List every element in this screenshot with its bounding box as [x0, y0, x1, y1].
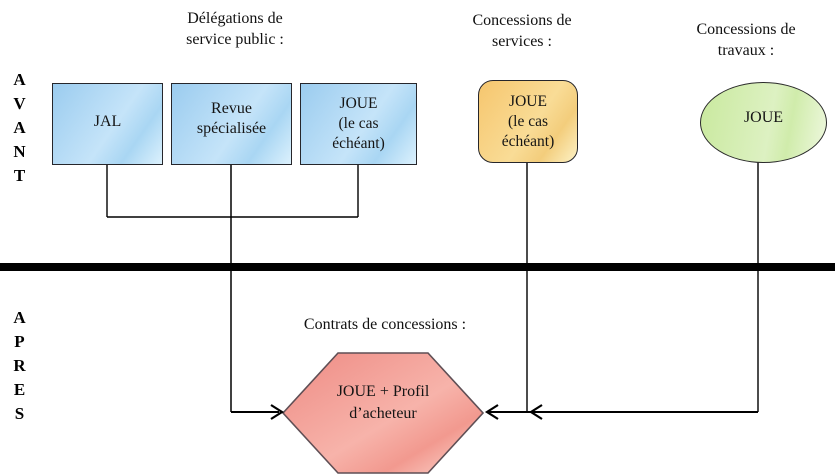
node-joue-travaux: JOUE: [700, 82, 827, 163]
arrowhead-travaux-run: [528, 404, 543, 420]
arrowhead-into-hexagon-right: [484, 404, 499, 420]
avant-label: AVANT: [10, 70, 29, 190]
column-label-delegations: Délégations de service public :: [186, 10, 284, 48]
contrats-concessions-title: Contrats de concessions :: [303, 316, 467, 333]
avant-apres-separator: [0, 263, 835, 271]
node-joue-services: JOUE (le cas échéant): [478, 80, 578, 163]
column-label-concessions-travaux: Concessions de travaux :: [696, 21, 796, 59]
node-joue-dsp: JOUE (le cas échéant): [300, 83, 417, 165]
hexagon-contrats: [281, 352, 485, 474]
apres-label: APRES: [10, 308, 29, 428]
column-label-concessions-services: Concessions de services :: [472, 12, 572, 50]
hexagon-label: JOUE + Profil d’acheteur: [336, 383, 430, 422]
node-revue-specialisee: Revue spécialisée: [171, 83, 292, 165]
arrowhead-into-hexagon-left: [270, 404, 285, 420]
node-jal: JAL: [52, 83, 163, 165]
